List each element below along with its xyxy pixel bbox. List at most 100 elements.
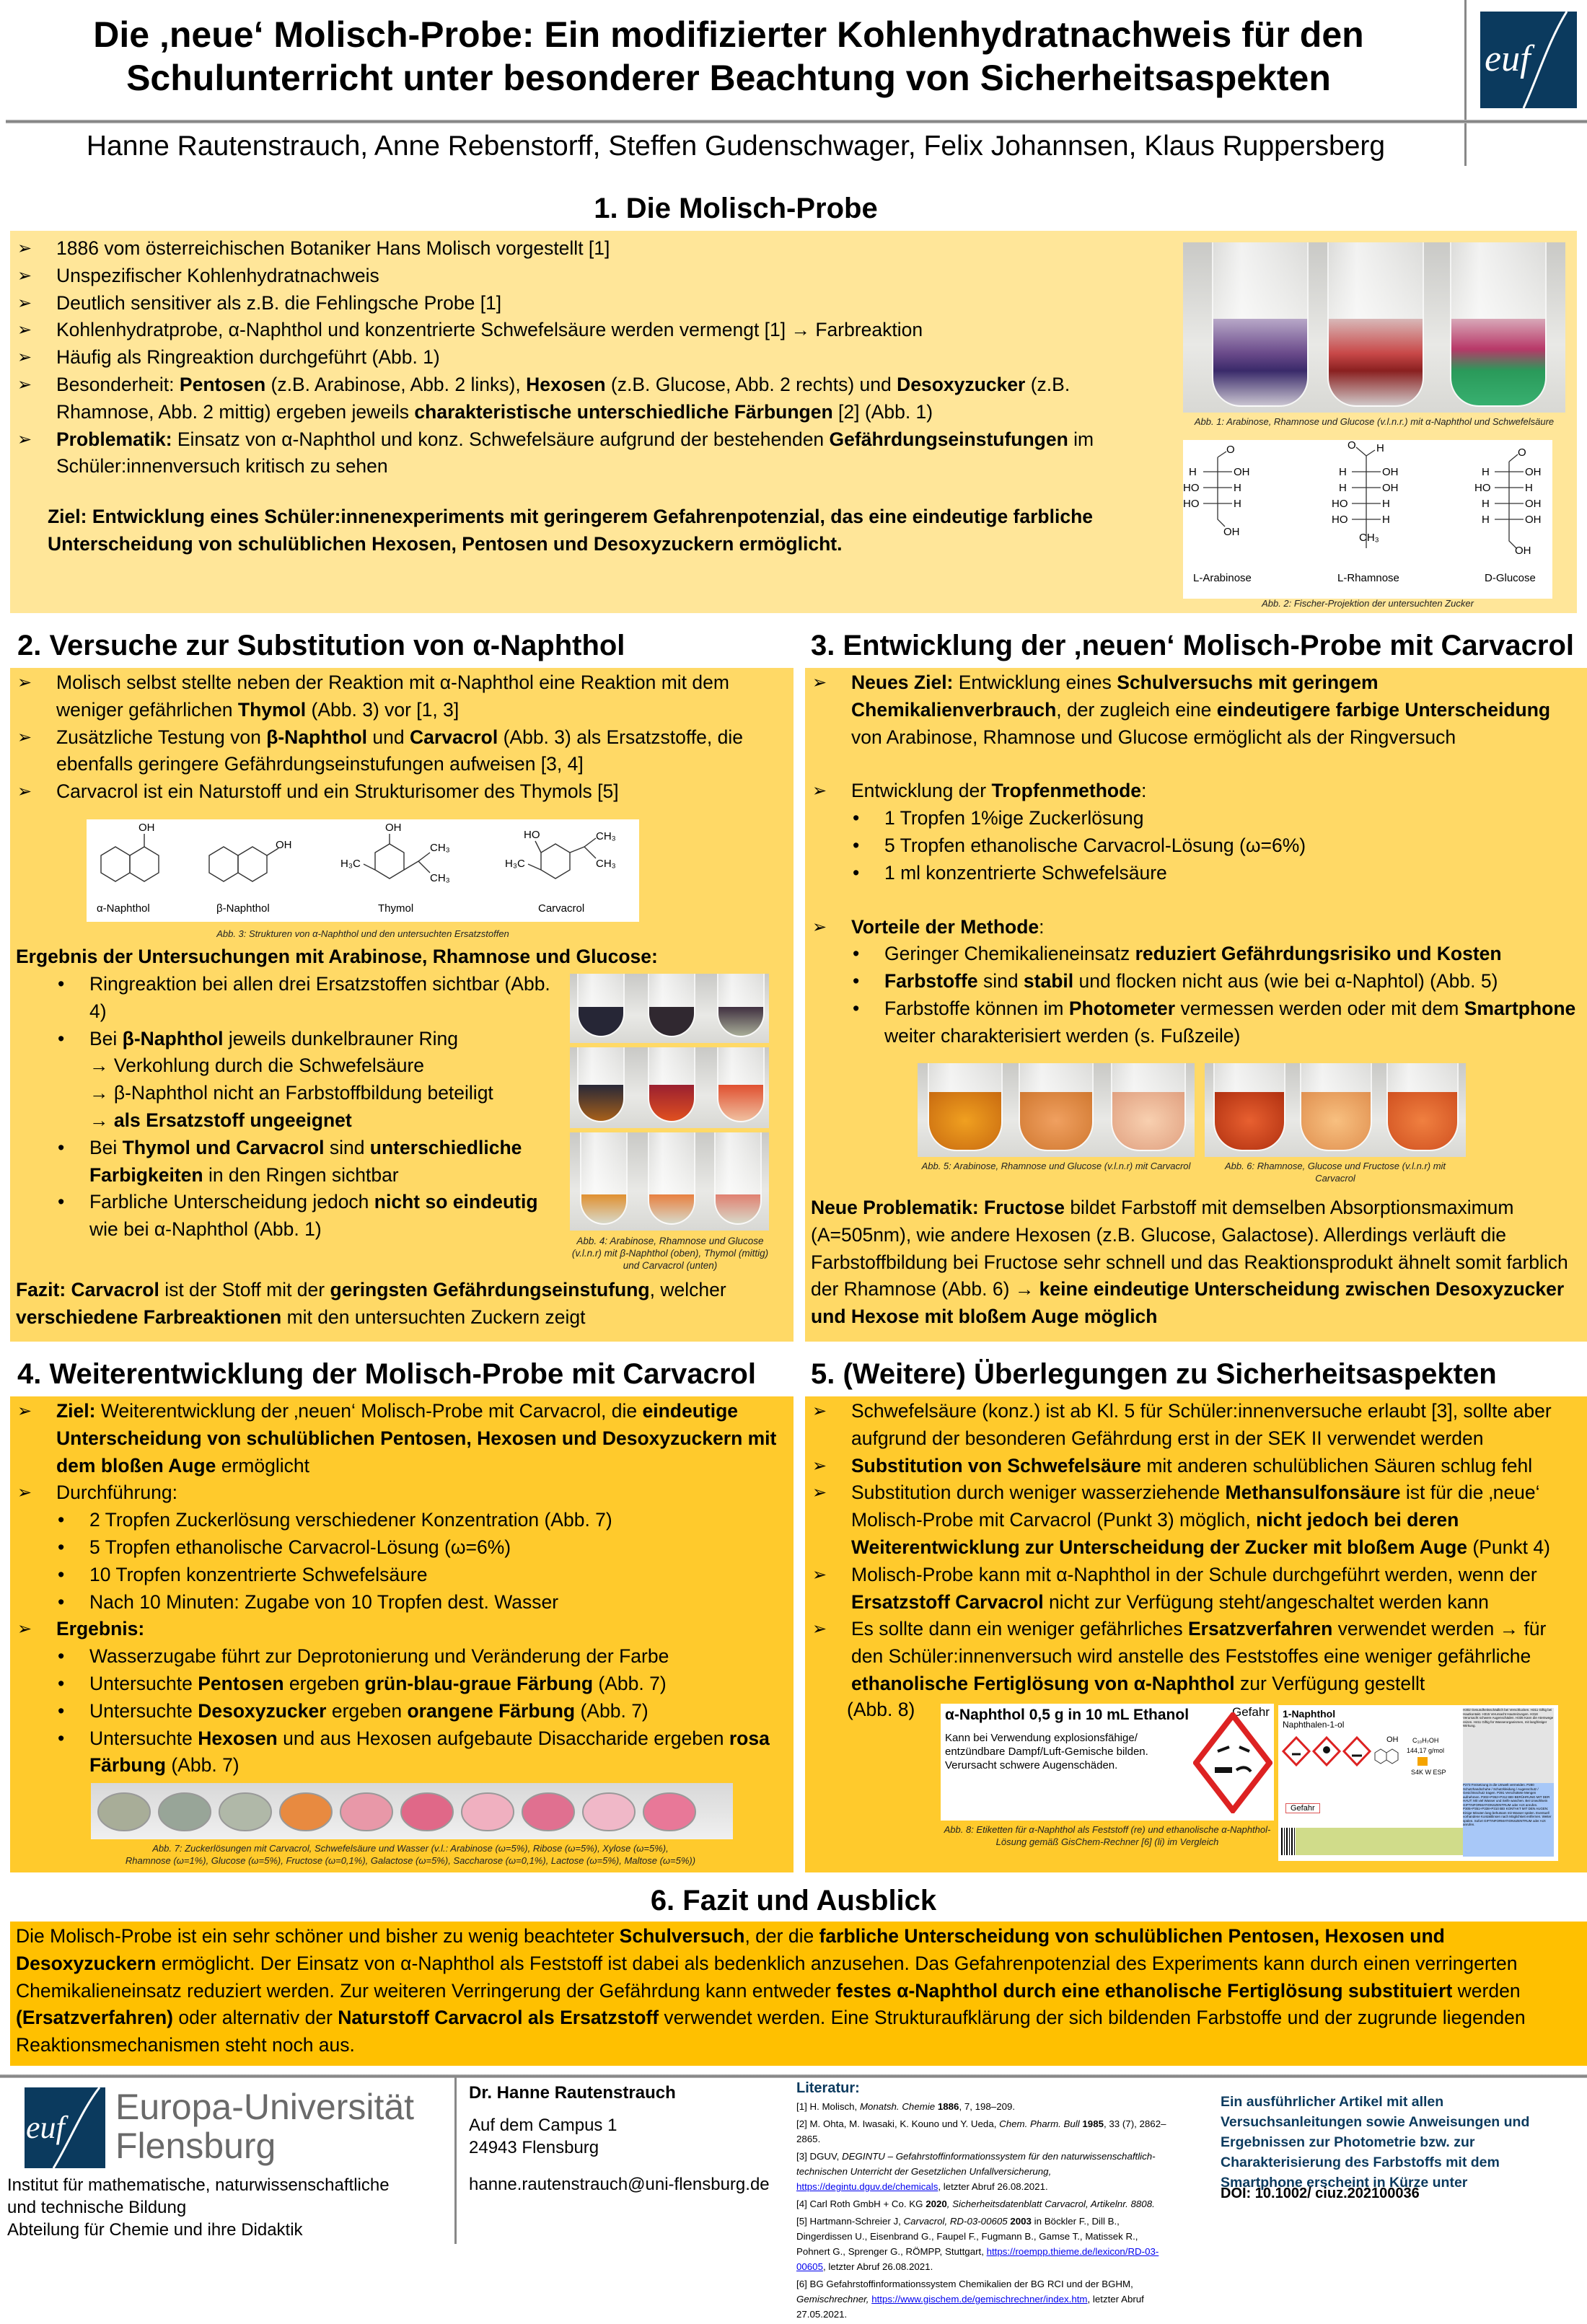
svg-text:H: H <box>1339 466 1347 478</box>
text: Geringer Chemikalieneinsatz <box>884 943 1135 965</box>
text: Schwefelsäure (konz.) ist ab Kl. 5 für S… <box>851 1400 1552 1449</box>
reference-text: 2020 <box>926 2198 947 2209</box>
list-item: Zusätzliche Testung von β-Naphthol und C… <box>14 724 786 779</box>
sugar-label: L-Rhamnose <box>1337 572 1399 584</box>
reference-link[interactable]: https://www.gischem.de/gemischrechner/in… <box>871 2294 1088 2305</box>
bold-text: Farbstoffe <box>884 970 978 992</box>
bold-text: Thymol <box>237 698 307 721</box>
figure-5-caption: Abb. 5: Arabinose, Rhamnose und Glucose … <box>921 1161 1191 1171</box>
list-item: Problematik: Einsatz von α-Naphthol und … <box>14 426 1169 481</box>
text: ist für die ‚neue‘ Molisch-Probe mit Car… <box>851 1482 1540 1531</box>
text: Zusätzliche Testung von <box>56 726 267 748</box>
figure-3-caption: Abb. 3: Strukturen von α-Naphthol und de… <box>216 928 509 939</box>
reference-item: [1] H. Molisch, Monatsh. Chemie 1886, 7,… <box>796 2099 1171 2114</box>
svg-text:H: H <box>1482 466 1490 478</box>
svg-text:OH: OH <box>139 822 155 834</box>
bold-text: Neues Ziel: <box>851 672 954 693</box>
label-ethanolic-solution: α-Naphthol 0,5 g in 10 mL Ethanol Gefahr… <box>941 1704 1274 1821</box>
structure-label: Thymol <box>378 902 413 915</box>
text: ermöglicht. Der Einsatz von α-Naphthol a… <box>16 1952 1518 2002</box>
list-item: Entwicklung der Tropfenmethode: <box>809 778 1581 805</box>
text: und flocken nicht aus (wie bei α-Naphtol… <box>1073 970 1498 992</box>
storage-class-marker <box>1417 1757 1428 1766</box>
reference-text: 1985 <box>1082 2118 1104 2129</box>
text: Nach 10 Minuten: Zugabe von 10 Tropfen d… <box>89 1590 559 1613</box>
figure-4-photo <box>570 974 769 1231</box>
list-item: Untersuchte Desoxyzucker ergeben orangen… <box>14 1698 786 1725</box>
svg-text:H: H <box>1525 482 1533 494</box>
list-item: Untersuchte Hexosen und aus Hexosen aufg… <box>14 1725 786 1780</box>
text: (z.B. Glucose, Abb. 2 rechts) und <box>605 373 897 395</box>
section-4-heading: 4. Weiterentwicklung der Molisch-Probe m… <box>17 1358 756 1390</box>
bold-text: β-Naphthol <box>122 1027 224 1049</box>
list-item: Molisch selbst stellte neben der Reaktio… <box>14 669 786 724</box>
svg-text:HO: HO <box>524 829 540 841</box>
section-6-text: Die Molisch-Probe ist ein sehr schöner u… <box>16 1923 1574 2059</box>
list-item: Die Molisch-Probe ist ein sehr schöner u… <box>16 1923 1574 2059</box>
section-1: 1886 vom österreichischen Botaniker Hans… <box>10 231 1577 613</box>
svg-text:H: H <box>1339 482 1347 494</box>
svg-text:OH: OH <box>1382 466 1399 478</box>
text: Wasserzugabe führt zur Deprotonierung un… <box>89 1645 669 1668</box>
reference-text: [5] Hartmann-Schreier J, <box>796 2216 904 2227</box>
section-5-list: Schwefelsäure (konz.) ist ab Kl. 5 für S… <box>809 1398 1581 1698</box>
text: werden <box>1452 1979 1521 2002</box>
text: → Verkohlung durch die Schwefelsäure <box>89 1055 425 1077</box>
bold-text: Hexosen <box>526 373 606 395</box>
bold-text: unterschiedliche Farbigkeiten <box>89 1136 522 1186</box>
bold-text: (Ersatzverfahren) <box>16 2007 173 2029</box>
text: sind <box>324 1136 370 1158</box>
text: mit den untersuchten Zuckern zeigt <box>281 1306 586 1328</box>
section-5-heading: 5. (Weitere) Überlegungen zu Sicherheits… <box>811 1358 1497 1390</box>
reference-text: 1886 <box>937 2101 959 2112</box>
figure-4-caption: Abb. 4: Arabinose, Rhamnose und Glucose … <box>571 1236 769 1271</box>
bold-text: Problematik: <box>56 428 172 450</box>
university-name: Europa-Universität Flensburg <box>115 2087 415 2166</box>
text: 5 Tropfen ethanolische Carvacrol-Lösung … <box>89 1536 511 1558</box>
bold-text: ethanolische Fertiglösung von α-Naphthol <box>851 1672 1235 1694</box>
bold-text: Carvacrol <box>409 726 498 748</box>
reference-item: [2] M. Ohta, M. Iwasaki, K. Kouno und Y.… <box>796 2116 1171 2147</box>
reference-text: , 7, 198–209. <box>959 2101 1016 2112</box>
sugar-label: L-Arabinose <box>1193 572 1252 584</box>
svg-text:OH: OH <box>1525 498 1542 510</box>
svg-text:CH₃: CH₃ <box>596 858 616 870</box>
list-item: Carvacrol ist ein Naturstoff und ein Str… <box>14 778 786 806</box>
svg-text:OH: OH <box>276 839 292 851</box>
text: sind <box>977 970 1024 992</box>
bold-text: Fazit: Carvacrol <box>16 1279 159 1300</box>
section-2-results: Ringreaktion bei allen drei Ersatzstoffe… <box>14 971 570 1244</box>
svg-text:CH₃: CH₃ <box>596 830 616 842</box>
section-5: Schwefelsäure (konz.) ist ab Kl. 5 für S… <box>805 1396 1587 1872</box>
text: (Abb. 7) <box>593 1672 667 1694</box>
institute: Institut für mathematische, naturwissens… <box>7 2175 390 2240</box>
text: ist der Stoff mit der <box>159 1279 330 1300</box>
section-4: Ziel: Weiterentwicklung der ‚neuen‘ Moli… <box>10 1396 794 1872</box>
reference-item: [5] Hartmann-Schreier J, Carvacrol, RD-0… <box>796 2214 1171 2274</box>
bold-text: Schulversuchs mit geringem Chemikalienve… <box>851 672 1379 721</box>
figure-8-caption: Abb. 8: Etiketten für α-Naphthol als Fes… <box>944 1824 1271 1847</box>
bold-text: eindeutige Unterscheidung von schulüblic… <box>56 1400 777 1476</box>
text: bildet Farbstoff mit demselben Absorptio… <box>811 1197 1568 1300</box>
svg-text:OH: OH <box>385 822 402 834</box>
text: Ringreaktion bei allen drei Ersatzstoffe… <box>89 973 550 1022</box>
list-item: Ringreaktion bei allen drei Ersatzstoffe… <box>14 971 570 1026</box>
text: Kohlenhydratprobe, α-Naphthol und konzen… <box>56 319 923 341</box>
text: (Abb. 7) <box>166 1754 239 1777</box>
header-rule <box>6 120 1587 123</box>
bold-text: nicht so eindeutig <box>374 1191 538 1213</box>
svg-text:H: H <box>1482 514 1490 526</box>
bold-text: → keine eindeutige Unterscheidung zwisch… <box>811 1278 1565 1328</box>
figure-7-photo <box>91 1783 733 1839</box>
text: Farbliche Unterscheidung jedoch <box>89 1191 374 1213</box>
text: Carvacrol ist ein Naturstoff und ein Str… <box>56 780 619 803</box>
reference-link[interactable]: https://degintu.dguv.de/chemicals <box>796 2181 938 2192</box>
svg-text:O: O <box>1518 446 1526 459</box>
text: 5 Tropfen ethanolische Carvacrol-Lösung … <box>884 834 1306 856</box>
text: Untersuchte <box>89 1727 198 1749</box>
list-item: Fazit: Carvacrol ist der Stoff mit der g… <box>16 1277 788 1332</box>
text: zur Verfügung gestellt <box>1234 1672 1425 1694</box>
email-link[interactable]: hanne.rautenstrauch@uni-flensburg.de <box>469 2175 770 2194</box>
text: 1886 vom österreichischen Botaniker Hans… <box>56 237 610 259</box>
text: Untersuchte <box>89 1699 198 1722</box>
